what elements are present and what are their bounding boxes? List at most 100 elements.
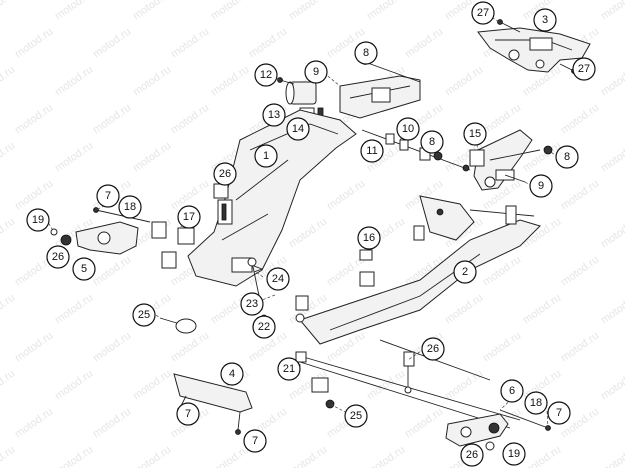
callout-label: 9 <box>313 66 319 78</box>
callout-8: 8 <box>354 41 378 65</box>
watermark-text: motod.ru <box>13 178 55 213</box>
watermark-text: motod.ru <box>599 216 625 251</box>
callout-label: 3 <box>542 14 548 26</box>
callout-label: 1 <box>263 150 269 162</box>
callout-label: 25 <box>350 410 362 422</box>
callout-circle <box>213 162 237 186</box>
callout-label: 11 <box>366 145 377 157</box>
watermark-text: motod.ru <box>481 330 523 365</box>
callout-circle <box>26 208 50 232</box>
watermark-text: motod.ru <box>13 330 55 365</box>
callout-circle <box>254 63 278 87</box>
callout-label: 24 <box>272 273 284 285</box>
callout-7: 7 <box>96 184 120 208</box>
watermark-text: motod.ru <box>599 292 625 327</box>
callout-26: 26 <box>421 337 445 361</box>
callout-circle <box>502 442 526 466</box>
watermark-text: motod.ru <box>559 254 601 289</box>
callout-circle <box>344 404 368 428</box>
callout-17: 17 <box>177 205 201 229</box>
callout-11: 11 <box>360 139 384 163</box>
callout-circle <box>286 117 310 141</box>
callout-circle <box>176 402 200 426</box>
callout-circle <box>254 144 278 168</box>
callout-7: 7 <box>547 401 571 425</box>
callout-8: 8 <box>420 130 444 154</box>
watermark-text: motod.ru <box>13 406 55 441</box>
callout-label: 16 <box>363 232 375 244</box>
callout-13: 13 <box>262 103 286 127</box>
callout-label: 26 <box>466 449 478 461</box>
watermark-text: motod.ru <box>443 368 485 403</box>
part-shaft-with-spacers <box>361 129 471 172</box>
watermark-text: motod.ru <box>91 330 133 365</box>
watermark-text: motod.ru <box>443 64 485 99</box>
watermark-text: motod.ru <box>169 330 211 365</box>
callout-23: 23 <box>240 292 264 316</box>
callout-label: 18 <box>530 397 542 409</box>
watermark-text: motod.ru <box>599 0 625 22</box>
watermark-text: motod.ru <box>13 26 55 61</box>
watermark-text: motod.ru <box>53 292 95 327</box>
callout-label: 7 <box>252 435 258 447</box>
callout-circle <box>354 41 378 65</box>
watermark-text: motod.ru <box>169 26 211 61</box>
watermark-text: motod.ru <box>53 0 95 22</box>
callout-label: 12 <box>260 69 272 81</box>
watermark-text: motod.ru <box>0 292 17 327</box>
callout-label: 27 <box>578 63 590 75</box>
callout-circle <box>240 292 264 316</box>
callout-26: 26 <box>213 162 237 186</box>
watermark-text: motod.ru <box>209 0 251 22</box>
callout-9: 9 <box>304 60 328 84</box>
callout-circle <box>471 1 495 25</box>
callout-25: 25 <box>132 303 156 327</box>
callout-8: 8 <box>555 145 579 169</box>
callout-circle <box>46 245 70 269</box>
callout-circle <box>118 195 142 219</box>
callout-circle <box>304 60 328 84</box>
callout-26: 26 <box>460 443 484 467</box>
callout-15: 15 <box>463 122 487 146</box>
callout-circle <box>421 337 445 361</box>
callout-label: 7 <box>556 407 562 419</box>
callout-6: 6 <box>500 379 524 403</box>
callout-25: 25 <box>344 404 368 428</box>
watermark-text: motod.ru <box>131 64 173 99</box>
callout-label: 21 <box>283 363 295 375</box>
watermark-text: motod.ru <box>599 368 625 403</box>
callout-circle <box>547 401 571 425</box>
watermark-text: motod.ru <box>559 102 601 137</box>
watermark-text: motod.ru <box>169 102 211 137</box>
callout-22: 22 <box>252 315 276 339</box>
callout-label: 17 <box>183 211 195 223</box>
callout-circle <box>252 315 276 339</box>
callout-circle <box>572 57 596 81</box>
callout-label: 19 <box>508 448 520 460</box>
watermark-text: motod.ru <box>599 140 625 175</box>
watermark-text: motod.ru <box>0 64 17 99</box>
watermark-text: motod.ru <box>0 140 17 175</box>
callout-label: 8 <box>363 47 369 59</box>
callout-16: 16 <box>357 226 381 250</box>
callout-circle <box>96 184 120 208</box>
callout-label: 4 <box>229 368 235 380</box>
callout-label: 14 <box>292 123 304 135</box>
watermark-text: motod.ru <box>53 140 95 175</box>
callout-label: 27 <box>477 7 489 19</box>
watermark-text: motod.ru <box>0 368 17 403</box>
callout-circle <box>266 267 290 291</box>
callout-circle <box>529 174 553 198</box>
part-25-bushing <box>159 317 197 334</box>
watermark-text: motod.ru <box>599 64 625 99</box>
callout-circle <box>277 357 301 381</box>
callout-26: 26 <box>46 245 70 269</box>
callout-label: 2 <box>462 266 468 278</box>
callout-label: 7 <box>105 190 111 202</box>
watermark-text: motod.ru <box>91 406 133 441</box>
callout-label: 26 <box>427 343 439 355</box>
watermark-text: motod.ru <box>53 368 95 403</box>
callout-circle <box>500 379 524 403</box>
